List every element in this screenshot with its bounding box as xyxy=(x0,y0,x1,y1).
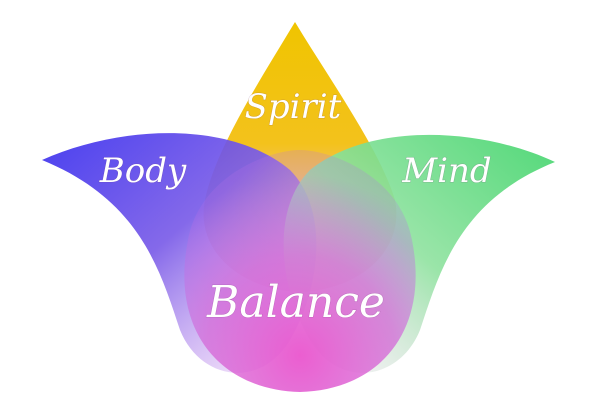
body-label: Body xyxy=(99,151,187,191)
balance-bowl xyxy=(184,150,416,392)
spirit-label: Spirit xyxy=(245,87,342,127)
balance-label: Balance xyxy=(206,277,385,328)
mind-label: Mind xyxy=(401,151,491,191)
